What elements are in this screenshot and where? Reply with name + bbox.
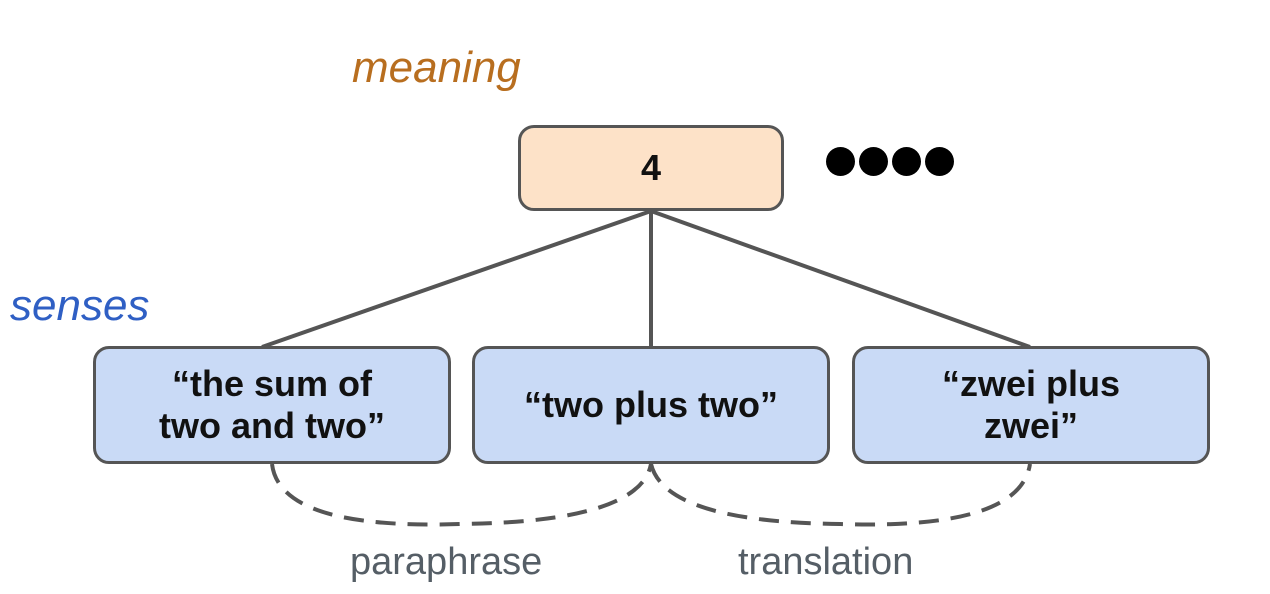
sense-1-line-1: “the sum of <box>171 363 372 404</box>
ellipsis-dot <box>925 147 954 176</box>
ellipsis-dot <box>892 147 921 176</box>
ellipsis-dot <box>859 147 888 176</box>
ellipsis-dots <box>826 147 954 176</box>
meaning-node-text: 4 <box>640 147 662 188</box>
sense-3-line-1: “zwei plus <box>941 363 1121 404</box>
translation-arc <box>649 463 1032 527</box>
sense-3-line-2: zwei” <box>983 405 1079 446</box>
meaning-node: 4 <box>518 125 784 211</box>
sense-1-line-2: two and two” <box>159 405 385 446</box>
senses-label: senses <box>10 281 150 330</box>
ellipsis-dot <box>826 147 855 176</box>
sense-2-line-1: “two plus two” <box>524 384 778 425</box>
translation-label: translation <box>738 541 914 583</box>
paraphrase-label: paraphrase <box>350 541 543 583</box>
sense-node-sum-of-two-and-two: “the sum of two and two” <box>93 346 451 464</box>
sense-node-zwei-plus-zwei: “zwei plus zwei” <box>852 346 1210 464</box>
edge-meaning-to-sense-3 <box>650 209 1031 349</box>
meaning-label: meaning <box>352 43 521 92</box>
paraphrase-arc <box>270 463 653 527</box>
sense-node-two-plus-two: “two plus two” <box>472 346 830 464</box>
edge-meaning-to-sense-1 <box>261 209 652 349</box>
